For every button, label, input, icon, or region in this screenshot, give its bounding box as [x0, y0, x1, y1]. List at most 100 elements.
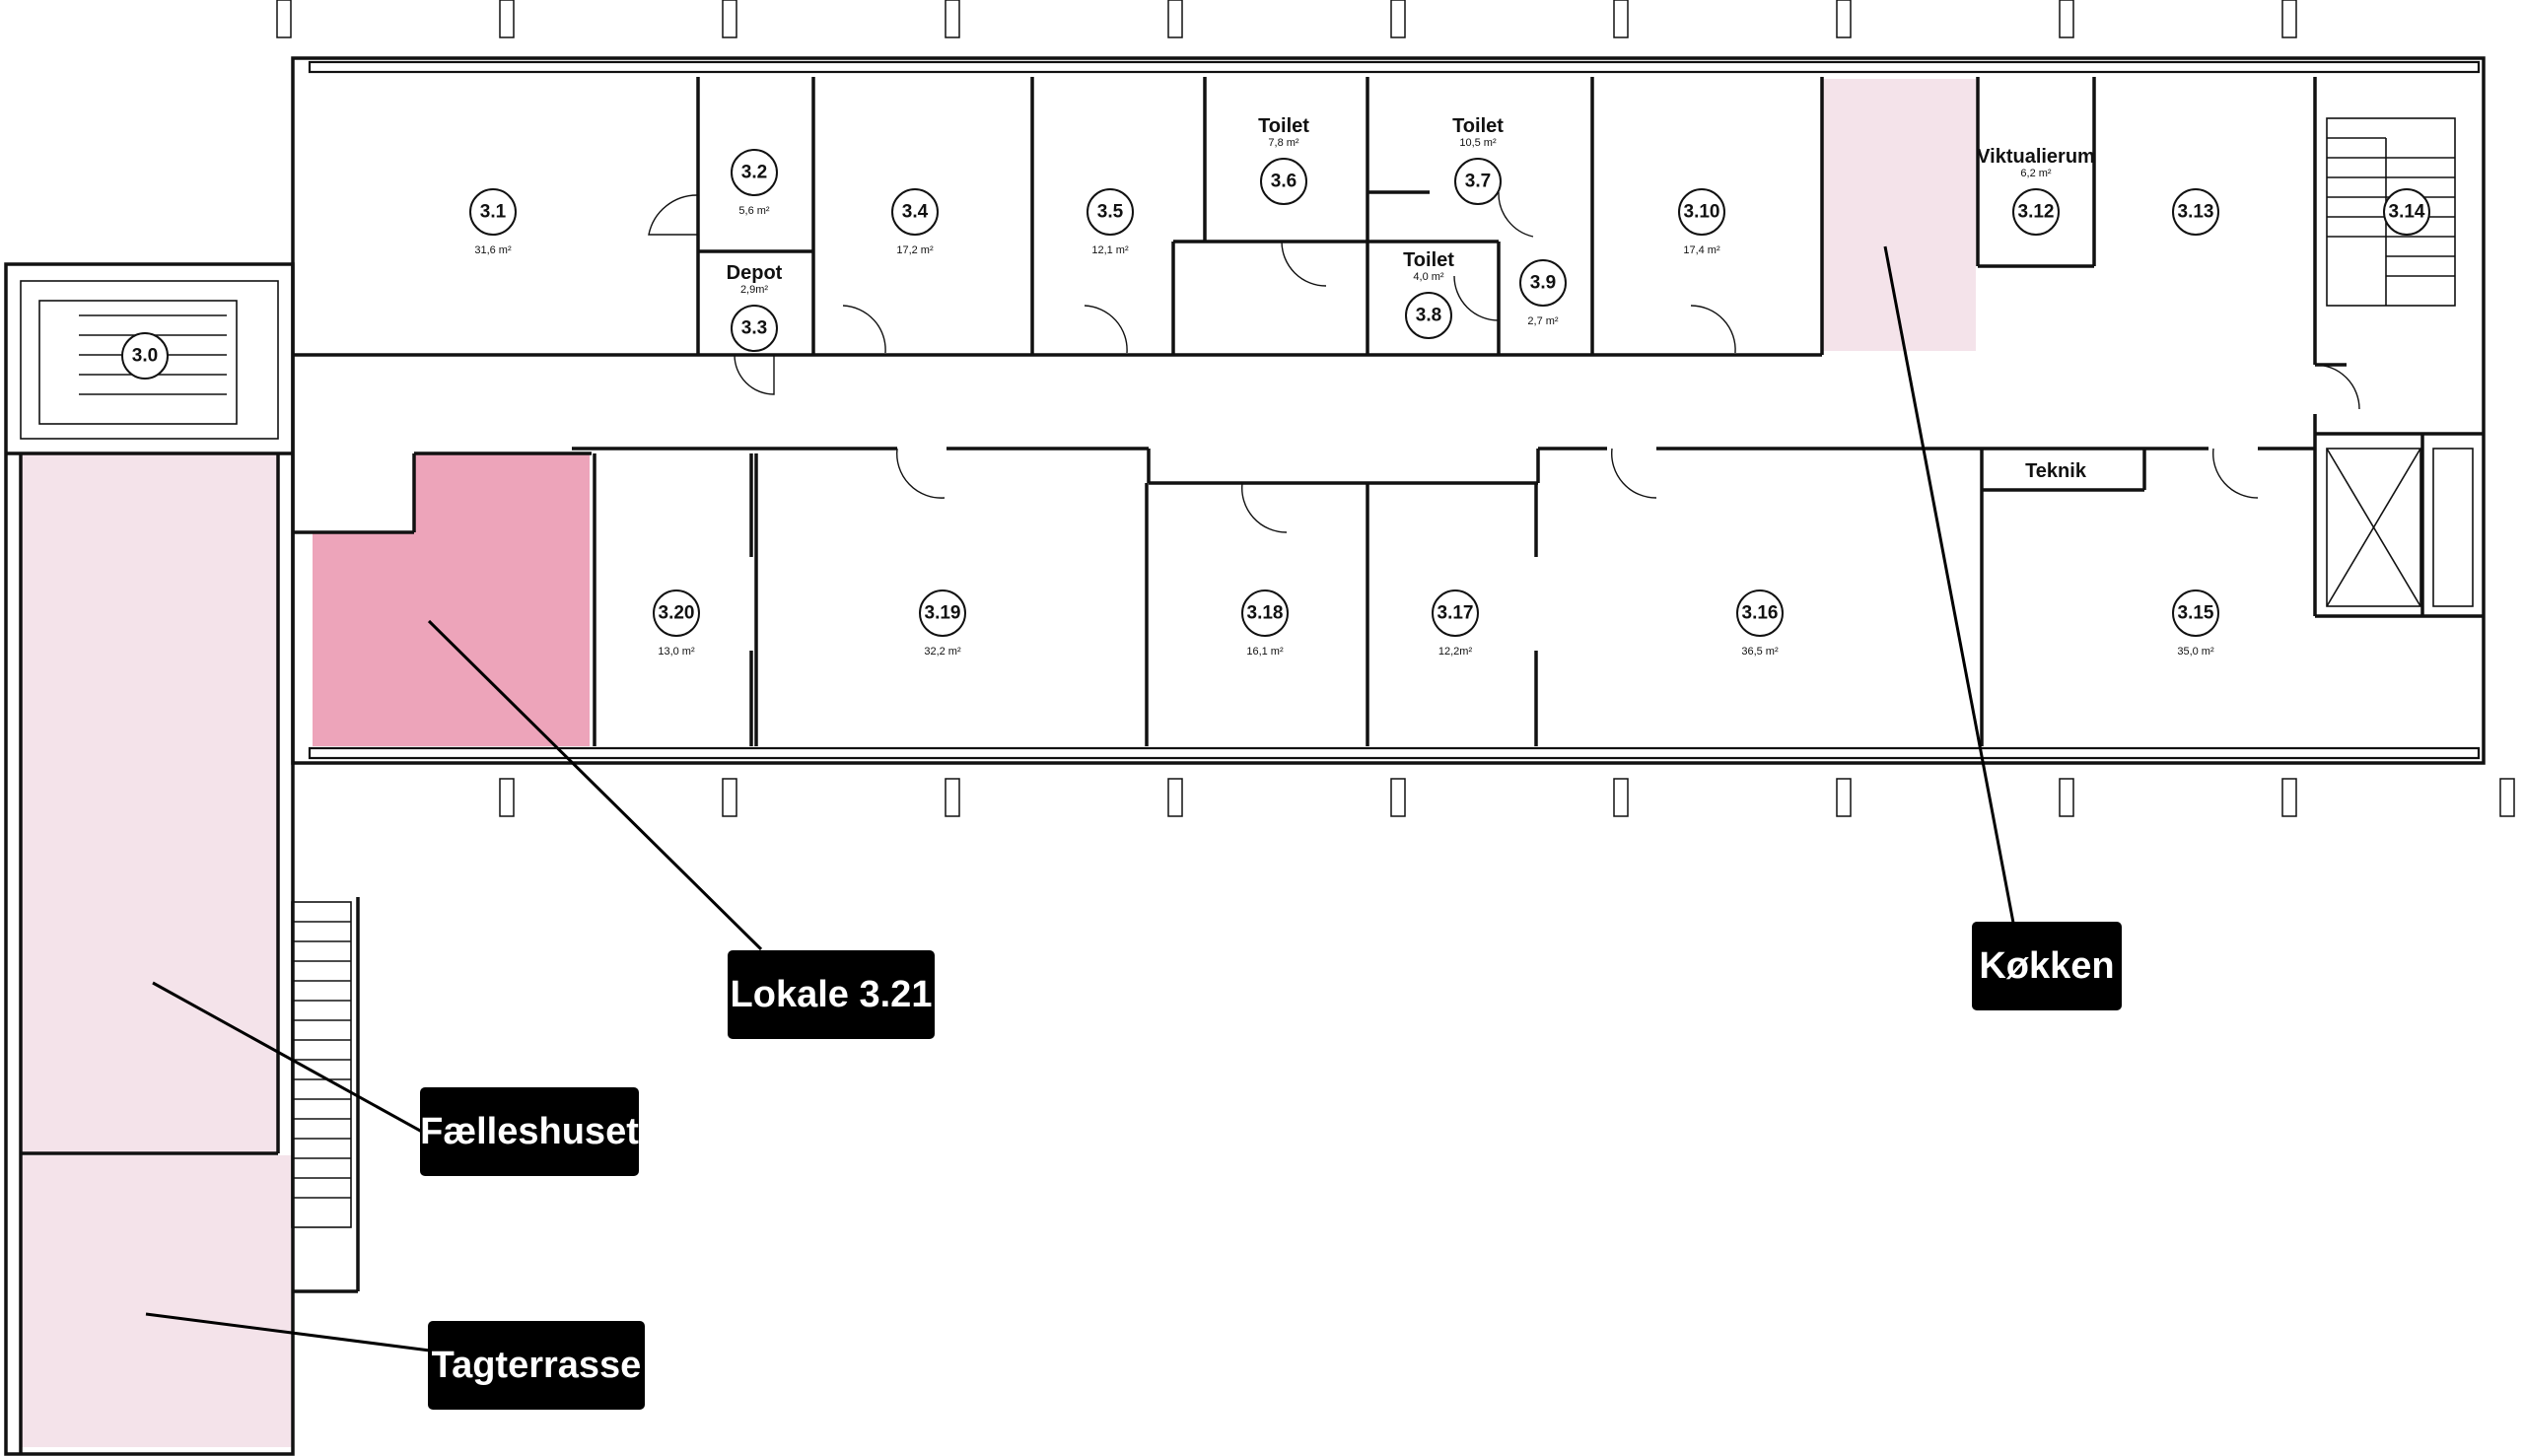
room-id: 3.2: [741, 163, 767, 183]
room-id: 3.0: [132, 346, 158, 367]
room-id-circle: [2383, 188, 2430, 236]
room-id-circle: [1405, 292, 1452, 339]
callout-tagterrasse-label: Tagterrasse: [432, 1345, 642, 1386]
room-r3_14[interactable]: 3.14: [2383, 188, 2430, 236]
room-id-circle: [1260, 158, 1307, 205]
room-id-circle: [653, 589, 700, 637]
room-r3_20[interactable]: 3.20 13,0 m²: [653, 589, 700, 658]
room-r3_18[interactable]: 3.18 16,1 m²: [1241, 589, 1289, 658]
room-id: 3.8: [1416, 306, 1441, 326]
facade-markers: [276, 0, 2515, 817]
room-area: 16,1 m²: [1246, 646, 1284, 658]
callout-tagterrasse[interactable]: Tagterrasse: [428, 1321, 645, 1410]
room-teknik[interactable]: Teknik: [2025, 460, 2087, 482]
room-id: 3.5: [1097, 202, 1124, 223]
room-id: 3.20: [659, 603, 695, 624]
room-name: Toilet: [1452, 115, 1504, 137]
doors: [648, 191, 2360, 533]
room-id-circle: [1736, 589, 1784, 637]
room-r3_15[interactable]: 3.15 35,0 m²: [2172, 589, 2219, 658]
room-area: 4,0 m²: [1413, 271, 1444, 283]
room-id: 3.17: [1437, 603, 1474, 624]
callout-lokale-3-21[interactable]: Lokale 3.21: [728, 950, 935, 1039]
leader-lines: [145, 245, 2015, 1352]
room-area: 5,6 m²: [738, 205, 770, 217]
kokken-area[interactable]: [1822, 79, 1976, 351]
room-id-circle: [469, 188, 517, 236]
room-id-circle: [2172, 188, 2219, 236]
room-id-circle: [919, 589, 966, 637]
callout-kokken-label: Køkken: [1979, 945, 2114, 987]
room-id: 3.7: [1465, 172, 1491, 192]
room-name: Depot: [727, 262, 783, 284]
room-id: 3.4: [902, 202, 929, 223]
room-area: 2,7 m²: [1527, 315, 1559, 327]
walls: [4, 56, 2486, 1456]
room-id: 3.13: [2178, 202, 2214, 223]
callout-faelleshuset-label: Fælleshuset: [420, 1111, 639, 1152]
room-id-circle: [1241, 589, 1289, 637]
room-id: 3.9: [1530, 273, 1556, 294]
room-r3_13[interactable]: 3.13: [2172, 188, 2219, 236]
room-id: 3.19: [925, 603, 961, 624]
room-id-circle: [1087, 188, 1134, 236]
room-area: 12,2m²: [1438, 646, 1473, 658]
callout-kokken[interactable]: Køkken: [1972, 922, 2122, 1010]
room-id-circle: [731, 305, 778, 352]
room-id: 3.12: [2018, 202, 2055, 223]
room-r3_10[interactable]: 3.10 17,4 m²: [1678, 188, 1725, 256]
room-id: 3.6: [1271, 172, 1297, 192]
room-r3_9[interactable]: 3.9 2,7 m²: [1519, 259, 1567, 327]
lokale-3-21-area[interactable]: [313, 453, 590, 746]
highlights: [21, 79, 1976, 1447]
room-area: 36,5 m²: [1741, 646, 1779, 658]
room-id: 3.16: [1742, 603, 1779, 624]
room-id-circle: [1678, 188, 1725, 236]
room-r3_4[interactable]: 3.4 17,2 m²: [891, 188, 939, 256]
room-r3_17[interactable]: 3.17 12,2m²: [1432, 589, 1479, 658]
callout-lokale-label: Lokale 3.21: [731, 974, 933, 1015]
room-area: 6,2 m²: [2020, 168, 2052, 179]
room-area: 35,0 m²: [2177, 646, 2214, 658]
room-area: 12,1 m²: [1091, 244, 1129, 256]
room-id-circle: [1432, 589, 1479, 637]
room-r3_1[interactable]: 3.1 31,6 m²: [469, 188, 517, 256]
tagterrasse-area[interactable]: [21, 1155, 292, 1447]
room-name: Toilet: [1258, 115, 1309, 137]
room-id-circle: [121, 332, 169, 380]
room-r3_0[interactable]: 3.0: [121, 332, 169, 380]
room-id: 3.1: [480, 202, 507, 223]
room-area: 31,6 m²: [474, 244, 512, 256]
room-r3_2[interactable]: 3.2 5,6 m²: [731, 149, 778, 217]
room-name: Teknik: [2025, 460, 2087, 482]
room-id-circle: [891, 188, 939, 236]
room-area: 13,0 m²: [658, 646, 695, 658]
room-id: 3.10: [1684, 202, 1720, 223]
room-r3_16[interactable]: 3.16 36,5 m²: [1736, 589, 1784, 658]
room-id: 3.3: [741, 318, 767, 339]
room-area: 2,9m²: [740, 284, 768, 296]
room-area: 7,8 m²: [1268, 137, 1299, 149]
room-area: 17,4 m²: [1683, 244, 1720, 256]
room-name: Viktualierum: [1977, 146, 2095, 168]
room-id: 3.14: [2389, 202, 2425, 223]
room-id: 3.18: [1247, 603, 1284, 624]
room-r3_5[interactable]: 3.5 12,1 m²: [1087, 188, 1134, 256]
room-id-circle: [1519, 259, 1567, 307]
room-id-circle: [2172, 589, 2219, 637]
room-id: 3.15: [2178, 603, 2214, 624]
room-id-circle: [1454, 158, 1502, 205]
room-name: Toilet: [1403, 249, 1454, 271]
room-area: 17,2 m²: [896, 244, 934, 256]
callout-faelleshuset[interactable]: Fælleshuset: [420, 1087, 639, 1176]
room-id-circle: [731, 149, 778, 196]
faelleshuset-area[interactable]: [21, 453, 278, 1153]
